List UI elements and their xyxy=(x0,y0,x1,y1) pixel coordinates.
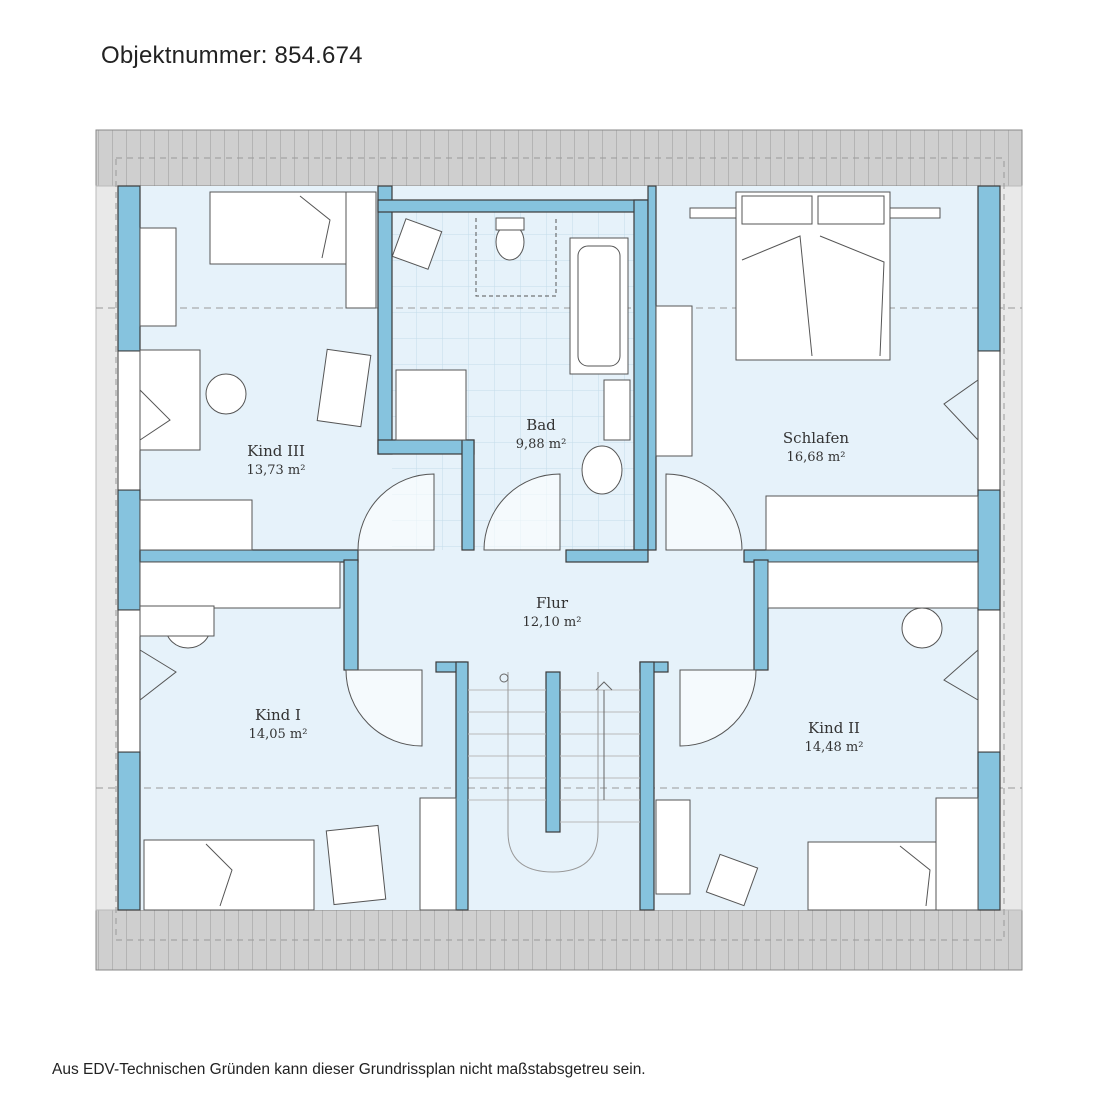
roof-right xyxy=(999,185,1023,911)
room-name-bad: Bad xyxy=(526,416,556,434)
staircase xyxy=(468,672,640,873)
sink xyxy=(581,445,623,495)
room-name-kind1: Kind I xyxy=(255,706,301,724)
chair-kind2 xyxy=(901,607,943,649)
interior-walls xyxy=(139,185,979,911)
room-labels: Kind III 13,73 m² Bad 9,88 m² Schlafen 16,68 … xyxy=(247,416,864,755)
room-area-schlafen: 16,68 m² xyxy=(787,450,846,465)
furniture-schlafen xyxy=(655,191,979,551)
room-name-kind3: Kind III xyxy=(247,442,305,460)
exterior-walls xyxy=(117,185,1001,911)
furniture-bath xyxy=(391,217,631,495)
object-number: Objektnummer: 854.674 xyxy=(101,42,363,69)
desk-kind3 xyxy=(139,349,201,451)
door-swings xyxy=(345,473,757,747)
room-area-kind2: 14,48 m² xyxy=(805,740,864,755)
furniture-kind2 xyxy=(655,561,979,911)
stair-start-marker xyxy=(499,673,509,683)
furniture-kind3 xyxy=(139,191,377,551)
roof-left xyxy=(95,185,119,911)
room-name-kind2: Kind II xyxy=(808,719,860,737)
roof-outline xyxy=(115,157,1005,941)
room-name-schlafen: Schlafen xyxy=(783,429,850,447)
room-area-kind1: 14,05 m² xyxy=(249,727,308,742)
room-area-kind3: 13,73 m² xyxy=(247,463,306,478)
room-area-flur: 12,10 m² xyxy=(523,615,582,630)
windows xyxy=(117,350,1001,753)
bath-chair xyxy=(391,218,443,270)
bed-kind3 xyxy=(209,191,347,265)
disclaimer-text: Aus EDV-Technischen Gründen kann dieser … xyxy=(52,1061,646,1078)
stair-direction-arrow xyxy=(595,681,613,691)
chair-kind3 xyxy=(205,373,247,415)
wardrobe-schlafen xyxy=(655,305,693,457)
shower xyxy=(395,369,467,441)
room-name-flur: Flur xyxy=(536,594,569,612)
furniture-kind1 xyxy=(139,561,457,911)
bed-kind1 xyxy=(143,839,315,911)
room-area-bad: 9,88 m² xyxy=(516,437,567,452)
